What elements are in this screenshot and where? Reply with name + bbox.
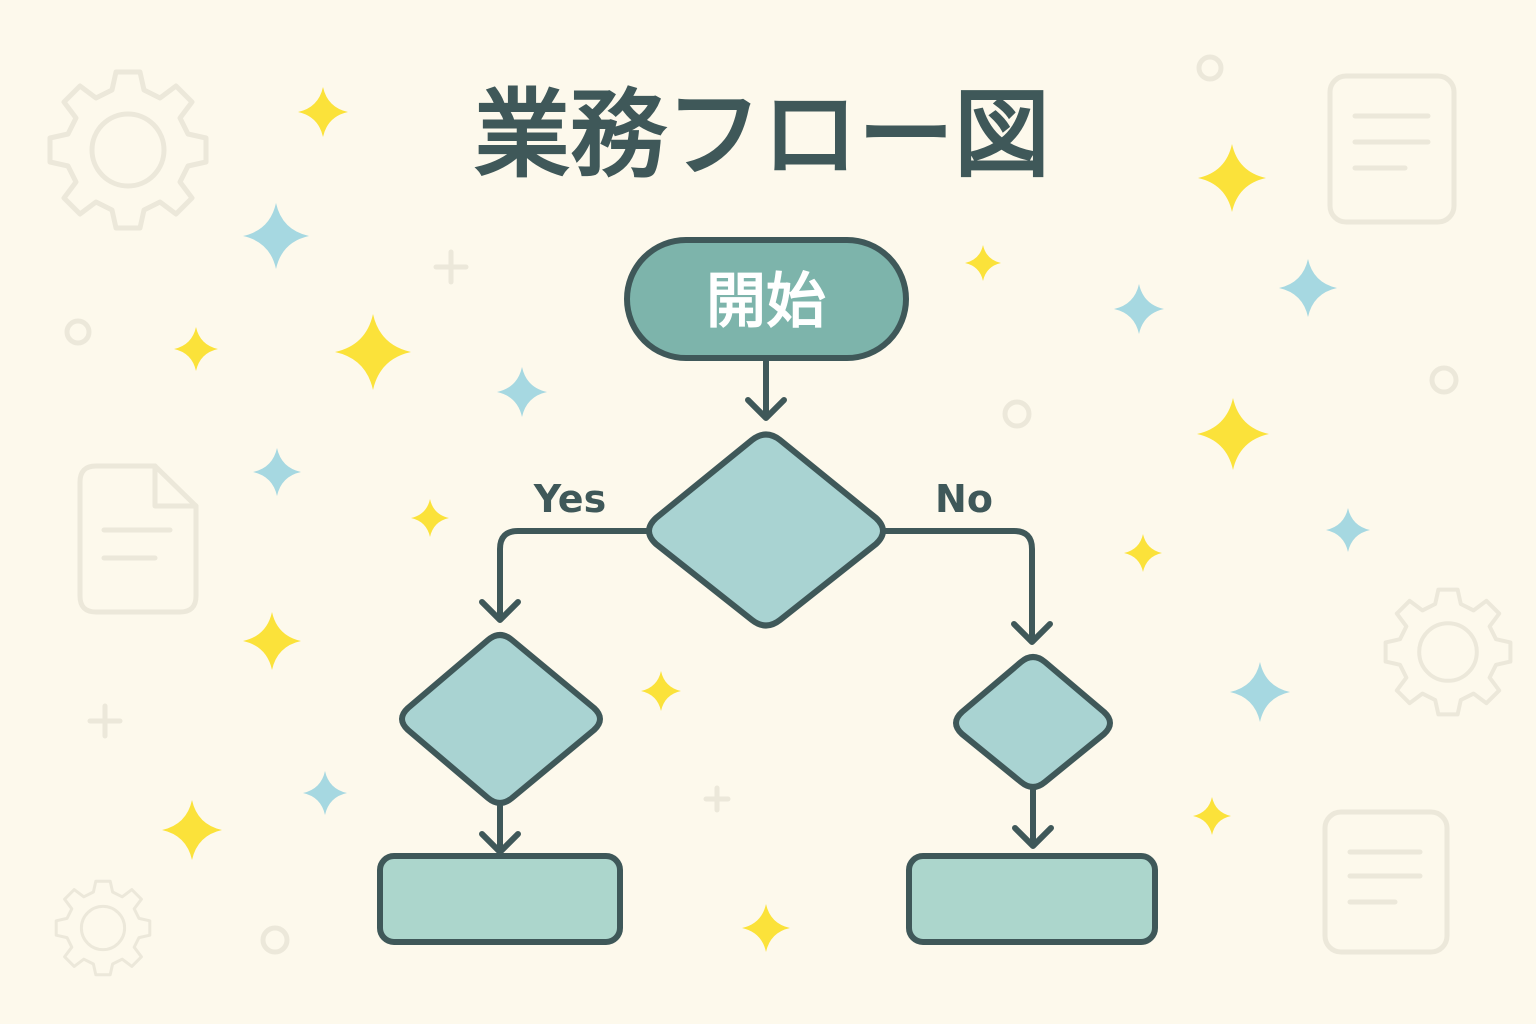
gear-icon	[47, 69, 209, 231]
sparkle-icon	[243, 612, 301, 670]
no-label: No	[935, 477, 993, 521]
small-circle-decor	[64, 54, 1459, 955]
arrow-left-to-process	[479, 803, 521, 855]
sparkle-icon	[1124, 534, 1162, 572]
sparkle-icon	[162, 800, 222, 860]
sparkle-icon	[1198, 144, 1266, 212]
decision-node-main	[646, 431, 886, 629]
connectors	[479, 357, 1054, 855]
plus-decor	[87, 249, 731, 813]
sparkle-icon	[1197, 398, 1269, 470]
sparkle-icon	[1326, 508, 1370, 552]
decision-node-yes	[399, 632, 603, 806]
sparkle-icon	[742, 904, 790, 952]
sparkle-icon	[174, 327, 218, 371]
start-node-label: 開始	[706, 267, 826, 337]
sparkle-icon	[253, 448, 301, 496]
sparkle-icon	[1279, 259, 1337, 317]
sparkle-icon	[411, 499, 449, 537]
sparkle-icon	[335, 314, 411, 390]
sparkle-icon	[1114, 284, 1164, 334]
yes-label: Yes	[533, 477, 606, 521]
sparkle-icon	[303, 771, 347, 815]
document-icon	[77, 463, 199, 615]
sparkle-icon	[243, 203, 309, 269]
page-title: 業務フロー図	[474, 79, 1050, 191]
sparkles	[162, 87, 1370, 952]
sparkle-icon	[1193, 797, 1231, 835]
arrow-no-branch	[881, 528, 1053, 645]
gear-icon	[1383, 587, 1513, 717]
document-icon	[1327, 73, 1457, 225]
sparkle-icon	[298, 87, 348, 137]
sparkle-icon	[965, 245, 1001, 281]
background-decorations	[47, 54, 1513, 977]
arrow-right-to-process	[1012, 787, 1054, 849]
sparkle-icon	[1230, 662, 1290, 722]
start-node	[624, 237, 909, 361]
sparkle-icon	[497, 367, 547, 417]
decision-node-no	[953, 654, 1113, 790]
process-node-no	[906, 853, 1158, 945]
sparkle-icon	[641, 671, 681, 711]
process-node-yes	[377, 853, 623, 945]
gear-icon	[54, 879, 152, 977]
document-icon	[1322, 809, 1450, 955]
arrow-yes-branch	[479, 528, 651, 623]
arrow-start-to-decision	[745, 357, 787, 421]
